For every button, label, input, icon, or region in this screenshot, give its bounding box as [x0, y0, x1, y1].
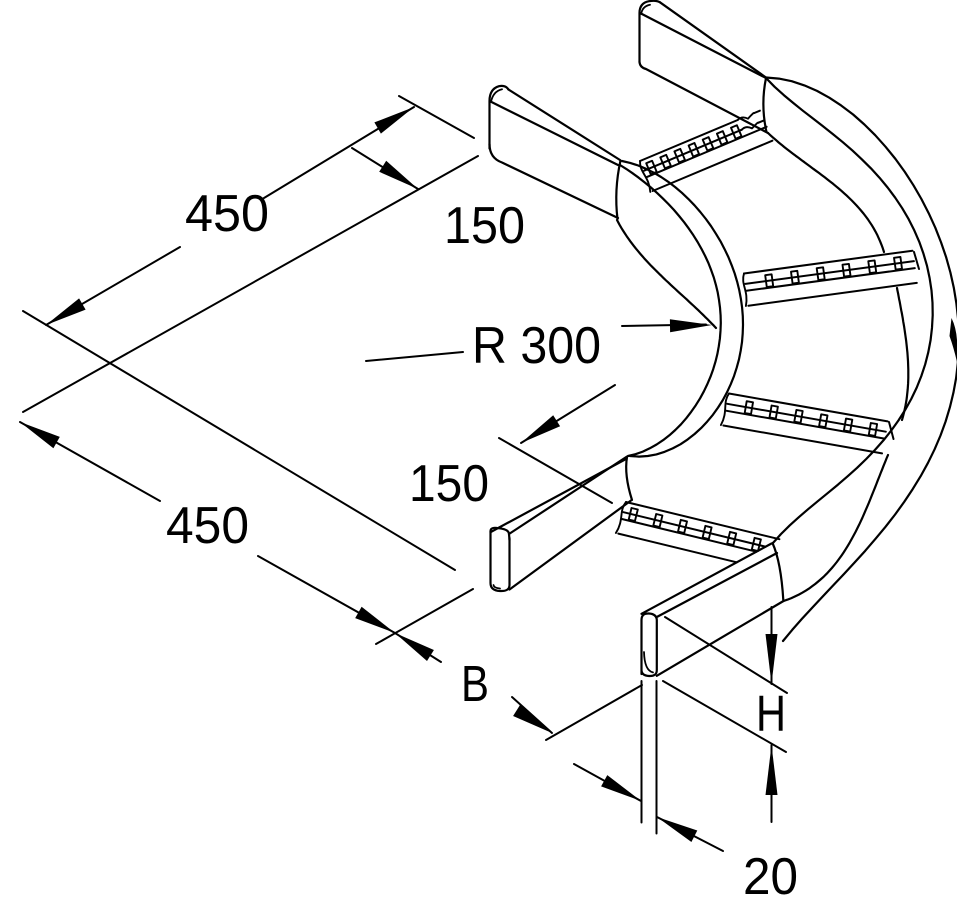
- svg-text:150: 150: [444, 197, 525, 255]
- svg-text:B: B: [461, 655, 489, 712]
- svg-text:20: 20: [743, 848, 798, 895]
- svg-text:H: H: [756, 685, 786, 742]
- svg-text:450: 450: [185, 185, 269, 243]
- svg-text:150: 150: [409, 455, 489, 513]
- svg-text:450: 450: [166, 497, 249, 555]
- svg-text:R 300: R 300: [472, 317, 601, 375]
